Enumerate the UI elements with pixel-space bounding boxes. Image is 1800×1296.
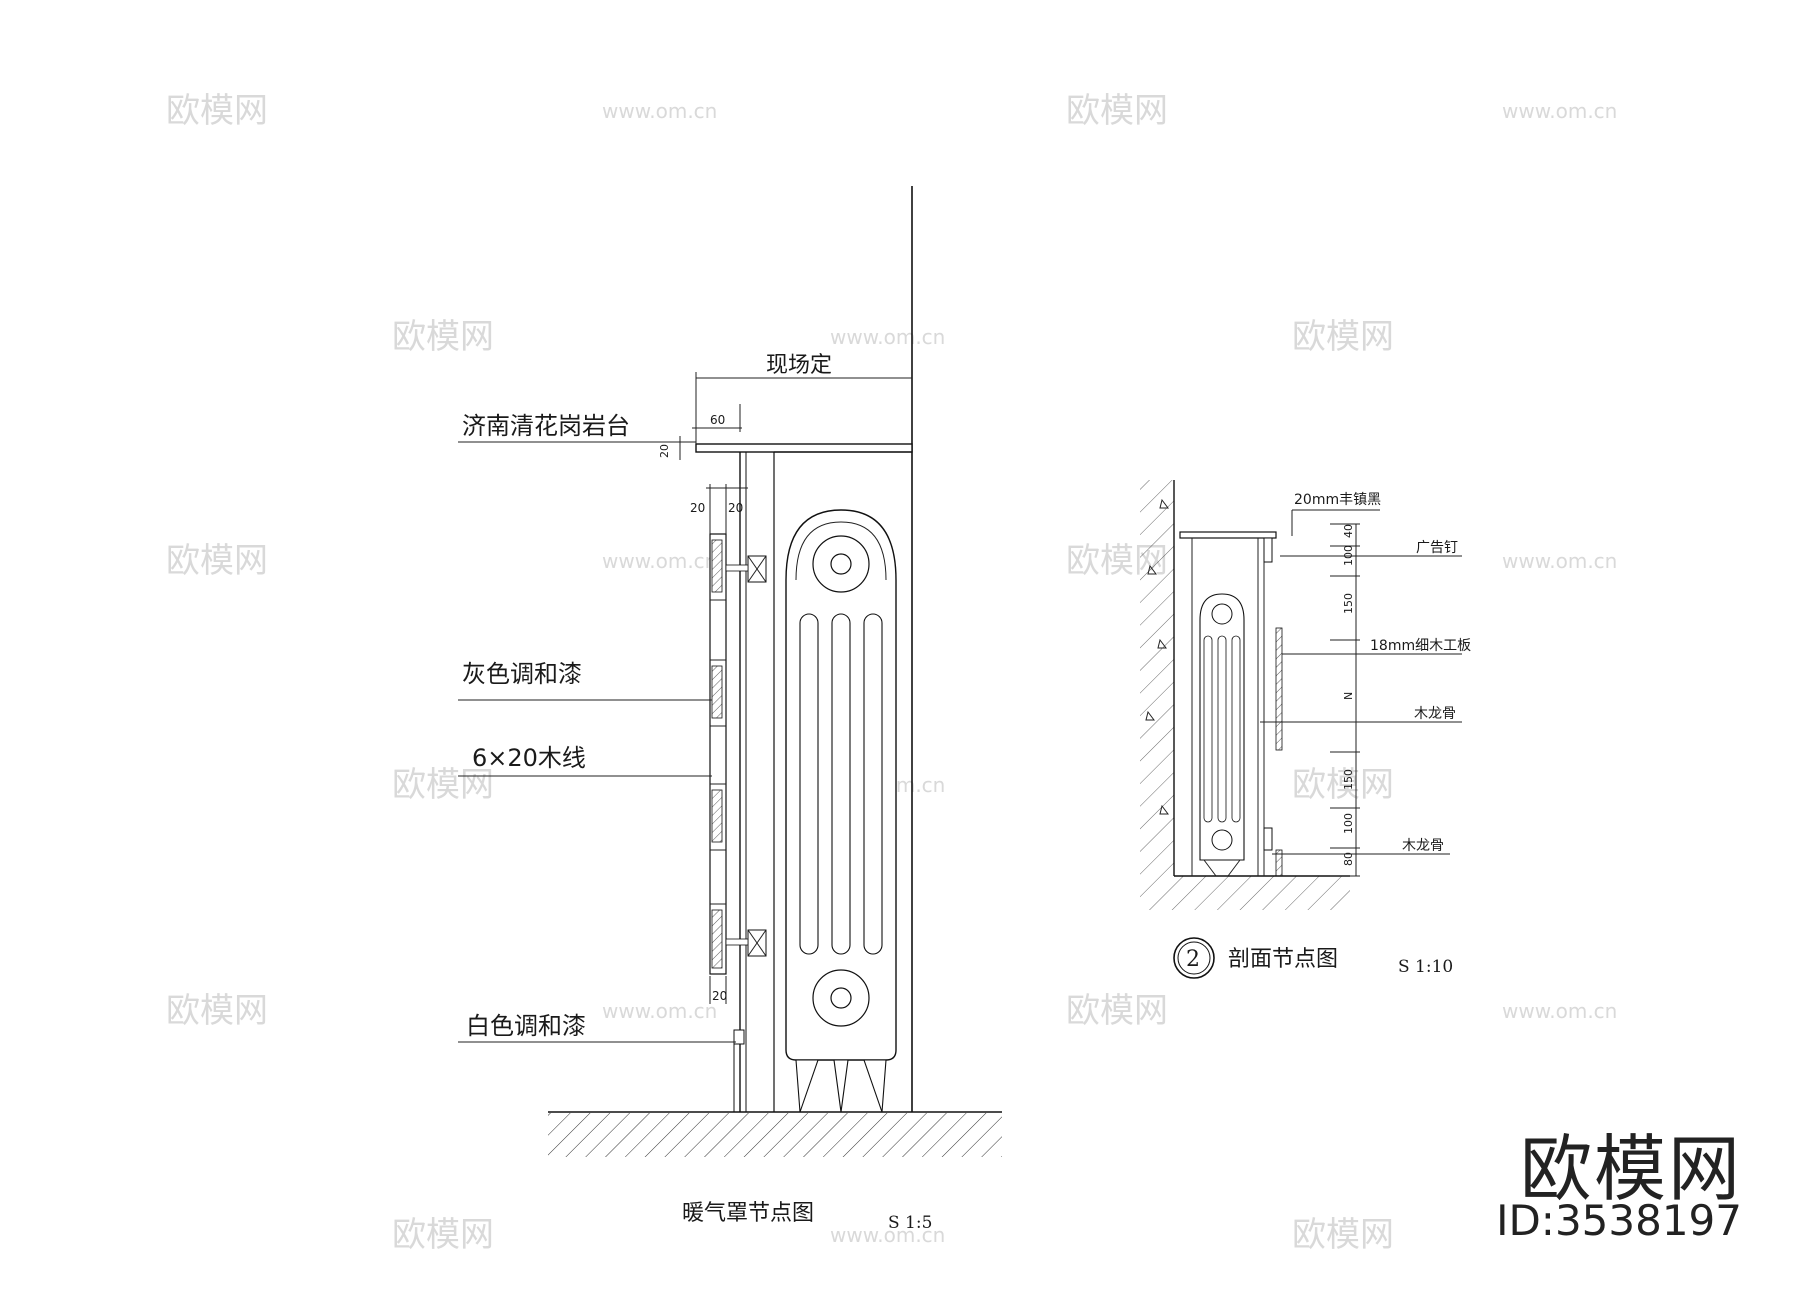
detail-title: 暖气罩节点图 [682,1201,814,1226]
dim-20-text: 20 [712,989,727,1003]
watermark-url: www.om.cn [602,999,717,1023]
section-number: 2 [1186,947,1200,972]
top-slab [1179,531,1277,539]
watermark-url: www.om.cn [830,325,945,349]
keel-cross [747,929,767,957]
concrete-mark [1145,710,1155,721]
section-scale: S 1:10 [1398,957,1453,977]
label-granite: 济南清花岗岩台 [462,412,630,440]
concrete-mark [1159,498,1169,509]
dim-text: 100 [1342,813,1355,834]
grille-panel [711,789,723,843]
dim-20-text: 20 [658,444,671,458]
label-board: 18mm细木工板 [1370,638,1471,654]
watermark-url: www.om.cn [1502,99,1617,123]
radiator-column [1203,635,1213,823]
watermark-logo: 欧模网 [392,1215,494,1255]
wood-keel-bottom [1263,827,1273,851]
watermark-logo: 欧模网 [1292,1215,1394,1255]
radiator-column [1231,635,1241,823]
keel-cross [747,555,767,583]
section-number-inner [1177,941,1211,975]
watermark-url: www.om.cn [1502,999,1617,1023]
radiator-leg [833,1059,849,1113]
dim-text: 80 [1342,852,1355,866]
dim-60-text: 60 [710,413,725,427]
dim-20-text: 20 [728,501,743,515]
radiator-cover-detail: 现场定 60 20 20 20 20 济南清花岗岩台 灰色调和漆 6×20木线 … [458,186,1002,1233]
radiator-leg [1227,859,1241,877]
wood-keel-top [1263,537,1273,563]
watermark-url: www.om.cn [602,549,717,573]
watermark-logo: 欧模网 [1292,765,1394,805]
skirting-panel [1275,849,1283,877]
brand-id-text: ID:3538197 [1496,1196,1742,1245]
radiator-column [863,613,883,955]
grille-panel [711,909,723,969]
grille-panel [711,665,723,719]
dim-20-text: 20 [690,501,705,515]
radiator-valve [1211,603,1233,625]
watermark-url: www.om.cn [1502,549,1617,573]
watermark-logo: 欧模网 [392,765,494,805]
watermark-url: www.om.cn [830,1223,945,1247]
concrete-mark [1159,804,1169,815]
label-wood-strip: 6×20木线 [472,744,586,772]
screw [725,938,749,946]
watermark-logo: 欧模网 [1292,317,1394,357]
radiator-leg [795,1059,819,1113]
skirting-clip [733,1029,745,1045]
radiator-valve [1211,829,1233,851]
radiator-leg [1203,859,1217,877]
radiator-top-curve [795,521,887,581]
section-number-circle [1173,937,1215,979]
section-title: 剖面节点图 [1228,947,1338,972]
watermark-logo: 欧模网 [166,991,268,1031]
floor-hatch [1174,876,1350,910]
dim-text: 40 [1342,524,1355,538]
radiator-column [1217,635,1227,823]
dim-text: N [1342,692,1355,700]
section-node-detail: 40 100 150 N 150 100 80 20mm丰镇黑 广告钉 18mm… [1140,480,1471,979]
dim-text: 150 [1342,593,1355,614]
watermark-logo: 欧模网 [1066,91,1168,131]
screw [725,564,749,572]
label-keel-1: 木龙骨 [1414,706,1456,722]
label-dark-steel: 20mm丰镇黑 [1294,492,1381,508]
detail-scale: S 1:5 [888,1213,932,1233]
label-nail: 广告钉 [1416,540,1458,556]
radiator-column [831,613,851,955]
watermark-logo: 欧模网 [392,317,494,357]
concrete-mark [1157,638,1167,649]
board-panel [1275,627,1283,751]
wood-strip-frame [709,533,727,975]
dim-text: 150 [1342,769,1355,790]
radiator-top-valve-core [830,553,852,575]
label-grey-paint: 灰色调和漆 [462,660,582,688]
concrete-mark [1147,564,1157,575]
watermark-logo: 欧模网 [1066,991,1168,1031]
watermark-logo: 欧模网 [166,541,268,581]
granite-top [695,443,913,453]
radiator [785,509,897,1113]
radiator-leg [863,1059,887,1113]
label-white-paint: 白色调和漆 [466,1012,586,1040]
watermark-logo: 欧模网 [166,91,268,131]
brand-logo-text: 欧模网 [1519,1127,1742,1211]
radiator-column [799,613,819,955]
floor-hatch [548,1113,1002,1157]
wall-hatch [1140,480,1174,910]
watermark-url: www.om.cn [602,99,717,123]
dim-site-text: 现场定 [766,353,832,378]
radiator-bottom-valve-core [830,987,852,1009]
label-keel-2: 木龙骨 [1402,838,1444,854]
grille-panel [711,539,723,593]
